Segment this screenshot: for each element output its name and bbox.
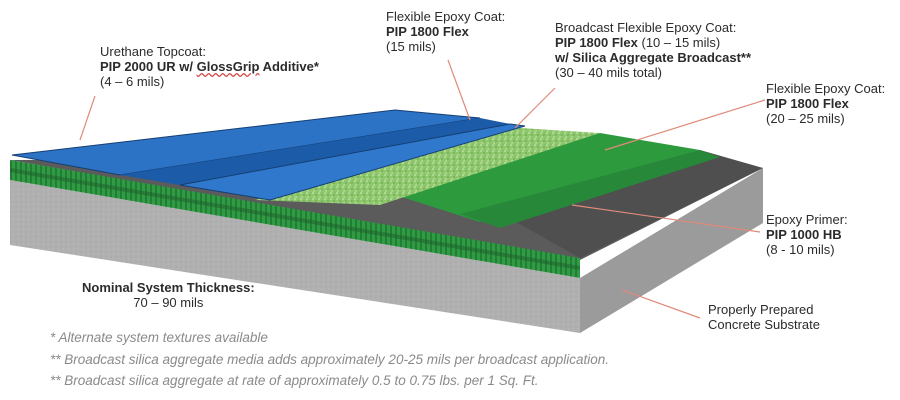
dark-band	[10, 168, 580, 270]
broadcast-product-extra: (10 – 15 mils)	[637, 35, 721, 50]
flex-coat2-top-b	[460, 150, 720, 228]
note-3: ** Broadcast silica aggregate at rate of…	[50, 373, 539, 388]
flex-coat2-title: Flexible Epoxy Coat:	[766, 81, 886, 96]
topcoat-title: Urethane Topcoat:	[100, 44, 206, 59]
topcoat-thickness: (4 – 6 mils)	[100, 74, 165, 89]
topcoat-product: PIP 2000 UR w/ GlossGrip Additive*	[100, 59, 319, 74]
topcoat-label: Urethane Topcoat: PIP 2000 UR w/ GlossGr…	[100, 44, 319, 89]
flex-coat2-product: PIP 1800 Flex	[766, 96, 849, 111]
topcoat-strip-2	[120, 118, 510, 185]
flex-coat-title: Flexible Epoxy Coat:	[386, 9, 506, 24]
note-2: ** Broadcast silica aggregate media adds…	[50, 352, 610, 367]
broadcast-product2: w/ Silica Aggregate Broadcast**	[555, 50, 752, 65]
flex-coat2-top	[380, 133, 700, 222]
substrate-line2: Concrete Substrate	[708, 317, 821, 332]
concrete-front	[10, 180, 580, 333]
broadcast-product: PIP 1800 Flex	[555, 35, 638, 50]
broadcast-title: Broadcast Flexible Epoxy Coat:	[555, 20, 737, 35]
substrate-line1: Properly Prepared	[708, 302, 814, 317]
broadcast-product-line: PIP 1800 Flex (10 – 15 mils)	[555, 35, 751, 50]
flex-coat2-label: Flexible Epoxy Coat: PIP 1800 Flex (20 –…	[766, 81, 885, 126]
flex-coat-product: PIP 1800 Flex	[386, 24, 469, 39]
nominal-thickness: Nominal System Thickness: 70 – 90 mils	[82, 280, 255, 310]
topcoat-product-prefix: PIP 2000 UR w/	[100, 59, 197, 74]
nominal-value: 70 – 90 mils	[133, 295, 204, 310]
primer-top	[500, 150, 763, 258]
primer-thickness: (8 - 10 mils)	[766, 242, 835, 257]
broadcast-label: Broadcast Flexible Epoxy Coat: PIP 1800 …	[555, 20, 751, 80]
broadcast-top	[255, 128, 600, 205]
flex-coat-thickness: (15 mils)	[386, 39, 436, 54]
flex-coat-label: Flexible Epoxy Coat: PIP 1800 Flex (15 m…	[386, 9, 505, 54]
broadcast-thickness: (30 – 40 mils total)	[555, 65, 662, 80]
topcoat-product-suffix: Additive*	[259, 59, 319, 74]
primer-title: Epoxy Primer:	[766, 212, 848, 227]
topcoat-strip-3	[179, 123, 526, 201]
primer-label: Epoxy Primer: PIP 1000 HB (8 - 10 mils)	[766, 212, 848, 257]
nominal-title: Nominal System Thickness:	[82, 280, 255, 295]
substrate-label: Properly Prepared Concrete Substrate	[708, 302, 820, 332]
topcoat-product-highlight: GlossGrip	[196, 59, 260, 74]
leader-lines	[79, 59, 766, 319]
primer-product: PIP 1000 HB	[766, 227, 842, 242]
flex-coat2-thickness: (20 – 25 mils)	[766, 111, 845, 126]
note-1: * Alternate system textures available	[50, 330, 268, 345]
